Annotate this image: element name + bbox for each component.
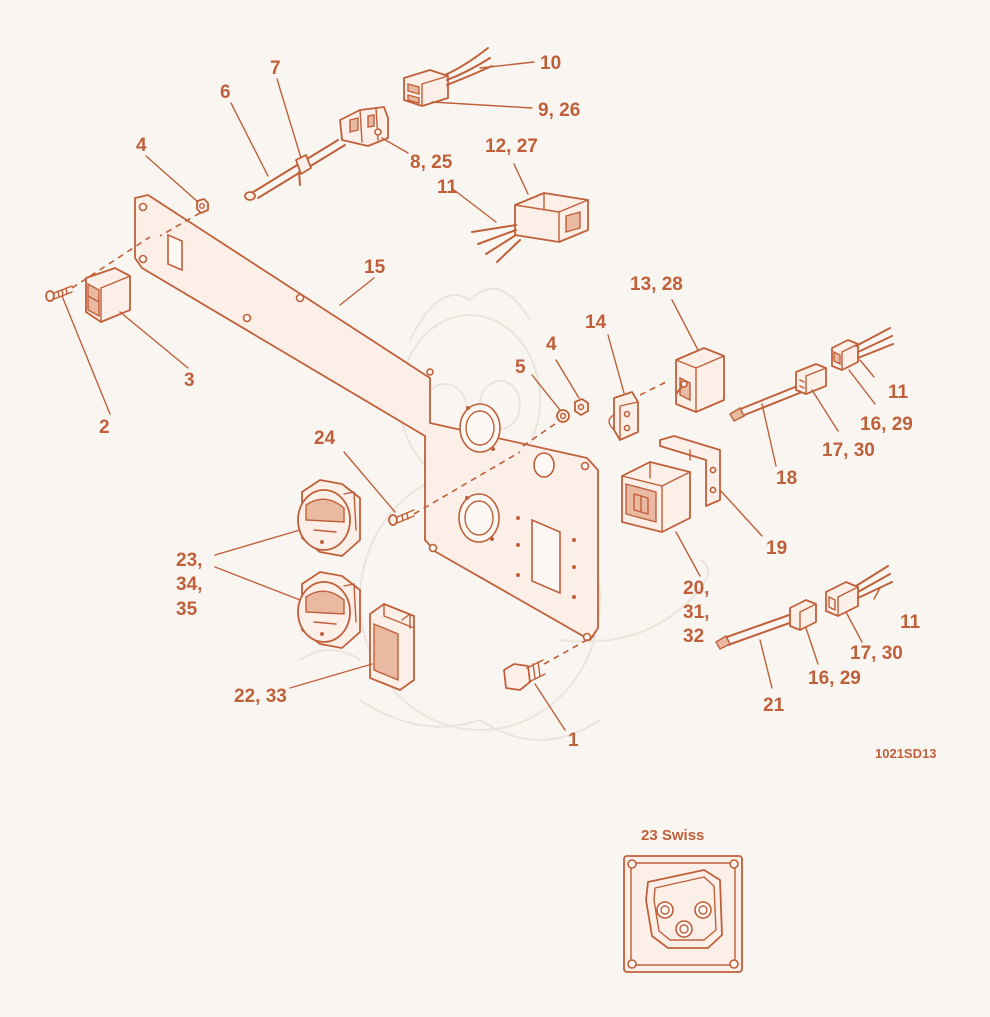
callout-9-26: 9, 26	[538, 100, 580, 121]
swiss-socket-icon	[623, 855, 743, 973]
callout-2: 2	[99, 417, 110, 438]
connector-17-lower	[825, 565, 893, 617]
callout-7: 7	[270, 58, 281, 79]
callout-15: 15	[364, 257, 386, 278]
callout-20: 20,	[683, 578, 709, 599]
receptacle-lower	[297, 571, 361, 649]
screw-left	[45, 285, 73, 302]
connector-12	[471, 192, 589, 263]
callout-10: 10	[540, 53, 561, 74]
callout-3: 3	[184, 370, 195, 391]
callout-35: 35	[176, 599, 198, 620]
callout-34: 34,	[176, 574, 202, 595]
connector-9	[403, 47, 493, 107]
callout-31: 31,	[683, 602, 709, 623]
callout-18: 18	[776, 468, 797, 489]
callout-32: 32	[683, 626, 704, 647]
bracket-19	[659, 435, 721, 507]
callout-11c: 11	[900, 612, 921, 633]
lead-wire-21	[715, 599, 817, 650]
circuit-breaker-13	[675, 347, 725, 413]
connector-16	[831, 327, 894, 371]
callout-19: 19	[766, 538, 787, 559]
callout-1: 1	[568, 730, 579, 751]
assembly-line	[159, 212, 201, 237]
callout-11a: 11	[437, 177, 458, 198]
callout-13-28: 13, 28	[630, 274, 683, 295]
leader-lines	[61, 61, 881, 731]
inset-title: 23 Swiss	[641, 827, 704, 844]
callout-5: 5	[515, 357, 526, 378]
callout-17-30a: 17, 30	[822, 440, 875, 461]
callout-14: 14	[585, 312, 607, 333]
assembly-line	[519, 423, 556, 449]
lead-wire-18	[729, 363, 827, 422]
bolt-1	[503, 659, 546, 691]
callout-16-29b: 16, 29	[808, 668, 861, 689]
nut-center	[574, 398, 589, 416]
callout-6: 6	[220, 82, 231, 103]
nut-left	[196, 198, 209, 214]
wire-harness-top	[244, 106, 389, 201]
assembly-line	[639, 381, 667, 396]
screw-24	[388, 509, 415, 526]
circuit-breaker-20	[621, 461, 691, 533]
assembly-line	[71, 236, 151, 289]
swiss-socket-inset: 23 Swiss	[623, 827, 743, 973]
control-panel-plate	[134, 194, 599, 642]
callout-16-29a: 16, 29	[860, 414, 913, 435]
callout-labels: 1 2 3 4 4 5 6 7 8, 25 9, 26 10 11 11 11 …	[99, 53, 936, 761]
callout-4a: 4	[136, 135, 147, 156]
callout-21: 21	[763, 695, 785, 716]
callout-24: 24	[314, 428, 336, 449]
drawing-number: 1021SD13	[875, 746, 936, 761]
assembly-line	[413, 451, 521, 515]
module-22	[369, 603, 415, 691]
callout-17-30b: 17, 30	[850, 643, 903, 664]
lock-washer	[556, 409, 570, 423]
callout-12-27: 12, 27	[485, 136, 538, 157]
callout-11b: 11	[888, 382, 909, 403]
mounting-bracket-14	[608, 391, 639, 441]
receptacle-upper	[297, 479, 361, 557]
callout-22-33: 22, 33	[234, 686, 287, 707]
rocker-switch	[85, 267, 131, 323]
assembly-line	[543, 635, 595, 665]
callout-8-25: 8, 25	[410, 152, 453, 173]
callout-4b: 4	[546, 334, 557, 355]
callout-23: 23,	[176, 550, 202, 571]
